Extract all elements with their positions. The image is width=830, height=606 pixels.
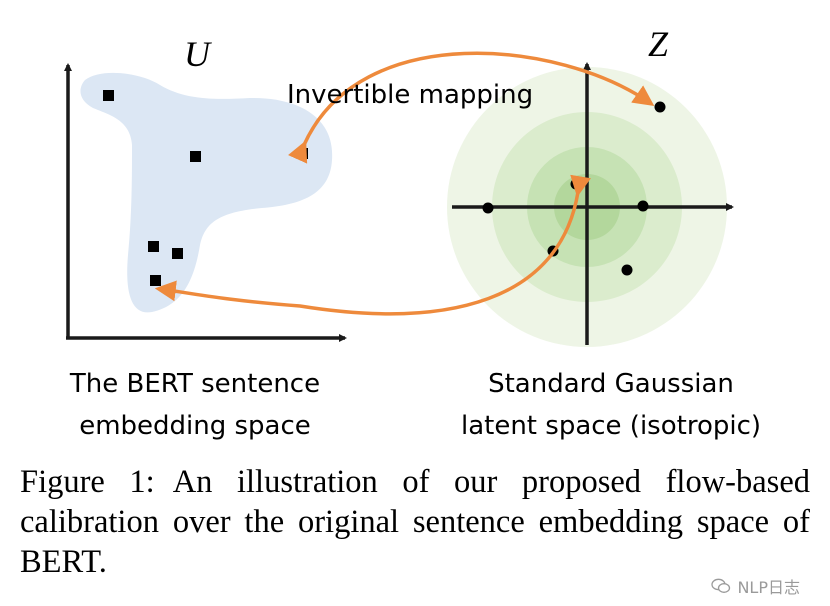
watermark: NLP日志 <box>711 574 800 598</box>
latent-point <box>637 200 649 212</box>
left-caption-line-2: embedding space <box>79 411 311 441</box>
watermark-text: NLP日志 <box>737 578 800 597</box>
embedding-point <box>148 241 159 252</box>
right-caption-line-2: latent space (isotropic) <box>461 411 761 441</box>
left-caption-line-1: The BERT sentence <box>69 369 320 399</box>
latent-point <box>621 264 633 276</box>
right-panel-caption: Standard Gaussian latent space (isotropi… <box>461 369 761 441</box>
figure-caption: Figure 1:An illustration of our proposed… <box>20 462 810 582</box>
latent-point <box>482 202 494 214</box>
latent-point <box>570 178 582 190</box>
embedding-point <box>190 151 201 162</box>
embedding-point <box>103 90 114 101</box>
flow-calibration-diagram: U Z Invertible mapping The BERT sentence… <box>64 24 761 441</box>
figure-label: Figure 1: <box>20 464 155 500</box>
variable-u: U <box>184 34 212 74</box>
variable-z: Z <box>648 24 669 64</box>
mapping-label: Invertible mapping <box>287 80 533 110</box>
upper-bidirectional-arrow <box>287 51 655 164</box>
latent-point <box>654 101 666 113</box>
left-panel-caption: The BERT sentence embedding space <box>69 369 320 441</box>
lower-bidirectional-arrow <box>154 174 591 316</box>
embedding-point <box>297 148 308 159</box>
embedding-point <box>172 248 183 259</box>
embedding-point <box>150 275 161 286</box>
mapping-arrows <box>154 51 655 316</box>
wechat-icon <box>711 578 731 593</box>
right-caption-line-1: Standard Gaussian <box>488 369 734 399</box>
caption-text: An illustration of our proposed flow-bas… <box>20 464 810 580</box>
